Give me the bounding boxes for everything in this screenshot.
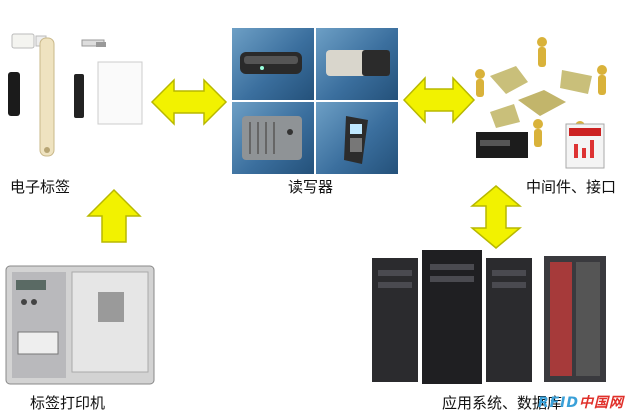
bidirectional-arrow-icon xyxy=(402,74,476,126)
label-middleware: 中间件、接口 xyxy=(526,178,617,196)
label-system: 应用系统、数据库 xyxy=(442,394,563,412)
reader-device-image xyxy=(316,28,398,100)
rfid-tags-image xyxy=(0,28,150,168)
servers-database-image xyxy=(368,246,624,386)
reader-device-image xyxy=(316,102,398,174)
watermark-suffix: 中国网 xyxy=(579,395,624,411)
up-arrow-icon xyxy=(86,188,142,244)
reader-devices-grid xyxy=(232,28,398,174)
reader-device-image xyxy=(232,28,314,100)
watermark-prefix: RFID xyxy=(537,395,579,411)
middleware-image xyxy=(470,30,620,172)
reader-device-image xyxy=(232,102,314,174)
label-printer: 标签打印机 xyxy=(30,394,106,412)
label-printer-image xyxy=(2,252,158,390)
bidirectional-arrow-icon xyxy=(150,76,228,128)
label-tags: 电子标签 xyxy=(10,178,71,196)
label-reader: 读写器 xyxy=(288,178,334,196)
watermark-logo: RFID中国网 xyxy=(538,392,624,412)
vertical-bidirectional-arrow-icon xyxy=(470,184,522,250)
